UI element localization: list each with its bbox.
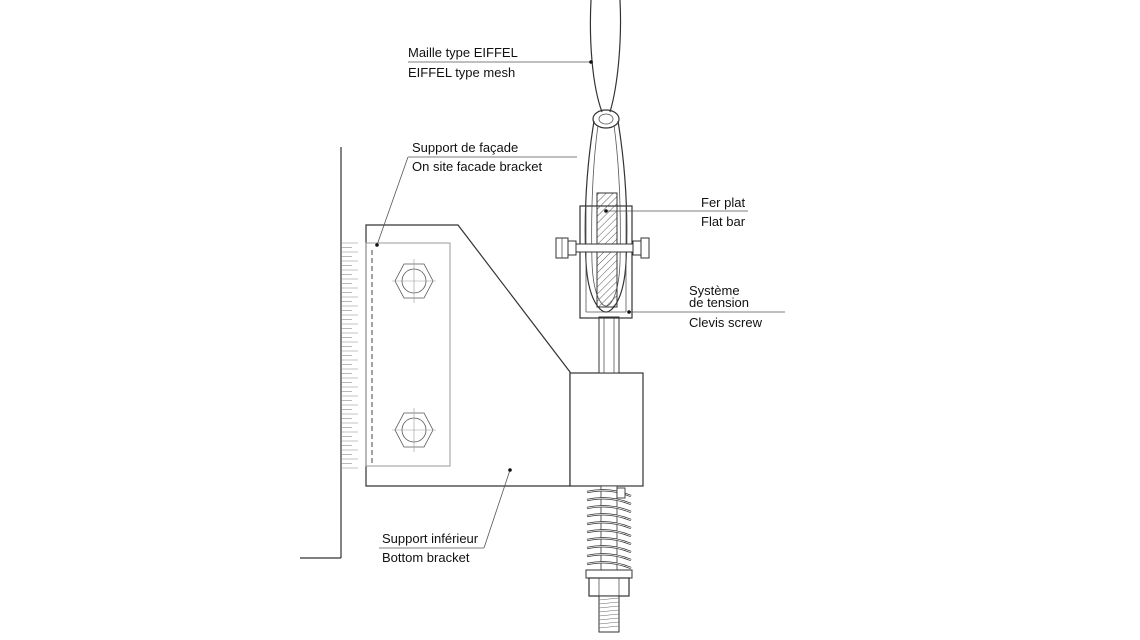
bottom-bracket — [365, 224, 571, 487]
tension-block — [569, 372, 644, 487]
bolt-lower — [392, 408, 436, 452]
clevis-pin — [555, 237, 650, 259]
label-mesh-en: EIFFEL type mesh — [408, 65, 515, 80]
label-flatbar: Fer plat Flat bar — [701, 195, 746, 229]
label-mesh-fr: Maille type EIFFEL — [408, 45, 518, 60]
label-bottom-fr: Support inférieur — [382, 531, 479, 546]
label-bottom-en: Bottom bracket — [382, 550, 470, 565]
wall-hatching — [341, 242, 358, 469]
label-tension-en: Clevis screw — [689, 315, 763, 330]
label-facade: Support de façade On site facade bracket — [412, 140, 542, 174]
label-mesh: Maille type EIFFEL EIFFEL type mesh — [408, 45, 518, 80]
label-facade-fr: Support de façade — [412, 140, 518, 155]
bolt-upper — [392, 259, 436, 303]
label-facade-en: On site facade bracket — [412, 159, 542, 174]
threaded-rod-lower — [598, 595, 620, 633]
label-tension-fr-2: de tension — [689, 295, 749, 310]
facade-wall — [300, 147, 342, 559]
label-flatbar-fr: Fer plat — [701, 195, 745, 210]
threaded-rod-upper — [598, 316, 620, 374]
label-bottom: Support inférieur Bottom bracket — [382, 531, 479, 565]
spring — [586, 485, 632, 571]
label-flatbar-en: Flat bar — [701, 214, 746, 229]
label-tension-fr-1: Système — [689, 283, 740, 298]
lock-nut — [585, 569, 633, 597]
facade-bracket-plate — [365, 242, 451, 467]
leader-lines — [375, 60, 785, 549]
label-tension: Système de tension Clevis screw — [689, 283, 763, 330]
